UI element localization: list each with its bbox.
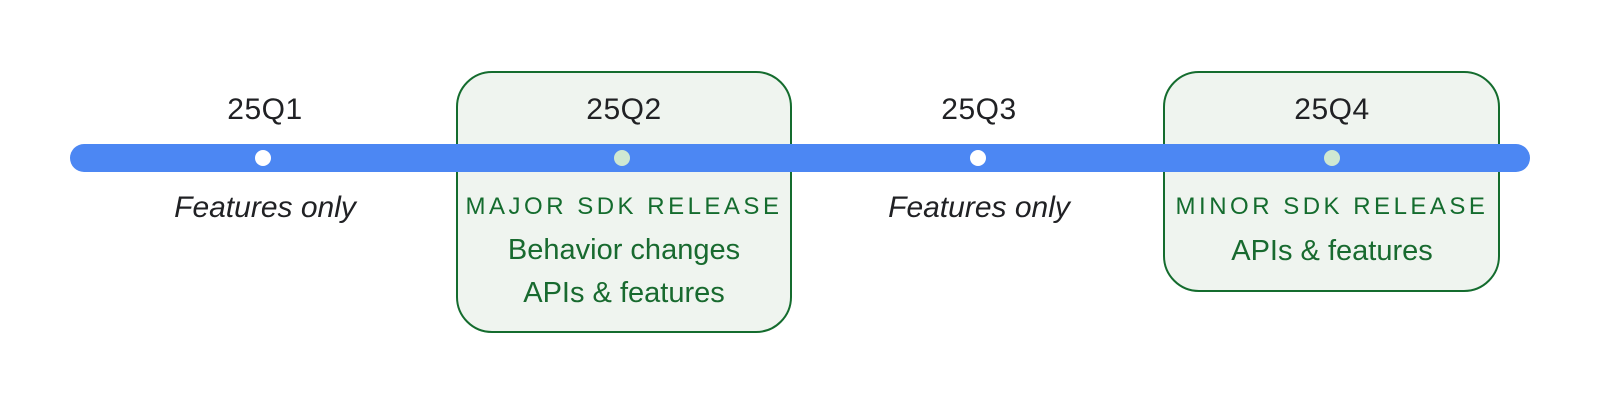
q1-features-only-note: Features only: [174, 191, 356, 224]
q4-minor-release-card: [1163, 71, 1500, 292]
quarter-label-25q3: 25Q3: [941, 93, 1017, 126]
quarter-label-25q4: 25Q4: [1294, 93, 1370, 126]
q3-features-only-note: Features only: [888, 191, 1070, 224]
q4-card-item-apis-features: APIs & features: [1231, 235, 1433, 267]
timeline-bar: [70, 144, 1530, 172]
timeline-dot-q1: [255, 150, 271, 166]
quarter-label-25q2: 25Q2: [586, 93, 662, 126]
timeline-dot-q4: [1324, 150, 1340, 166]
timeline-dot-q3: [970, 150, 986, 166]
q2-card-item-apis-features: APIs & features: [523, 277, 725, 309]
timeline-dot-q2: [614, 150, 630, 166]
q4-card-heading: MINOR SDK RELEASE: [1175, 193, 1489, 220]
q2-major-release-card: [456, 71, 792, 333]
quarter-label-25q1: 25Q1: [227, 93, 303, 126]
q2-card-heading: MAJOR SDK RELEASE: [465, 193, 783, 220]
q2-card-item-behavior-changes: Behavior changes: [507, 234, 741, 266]
